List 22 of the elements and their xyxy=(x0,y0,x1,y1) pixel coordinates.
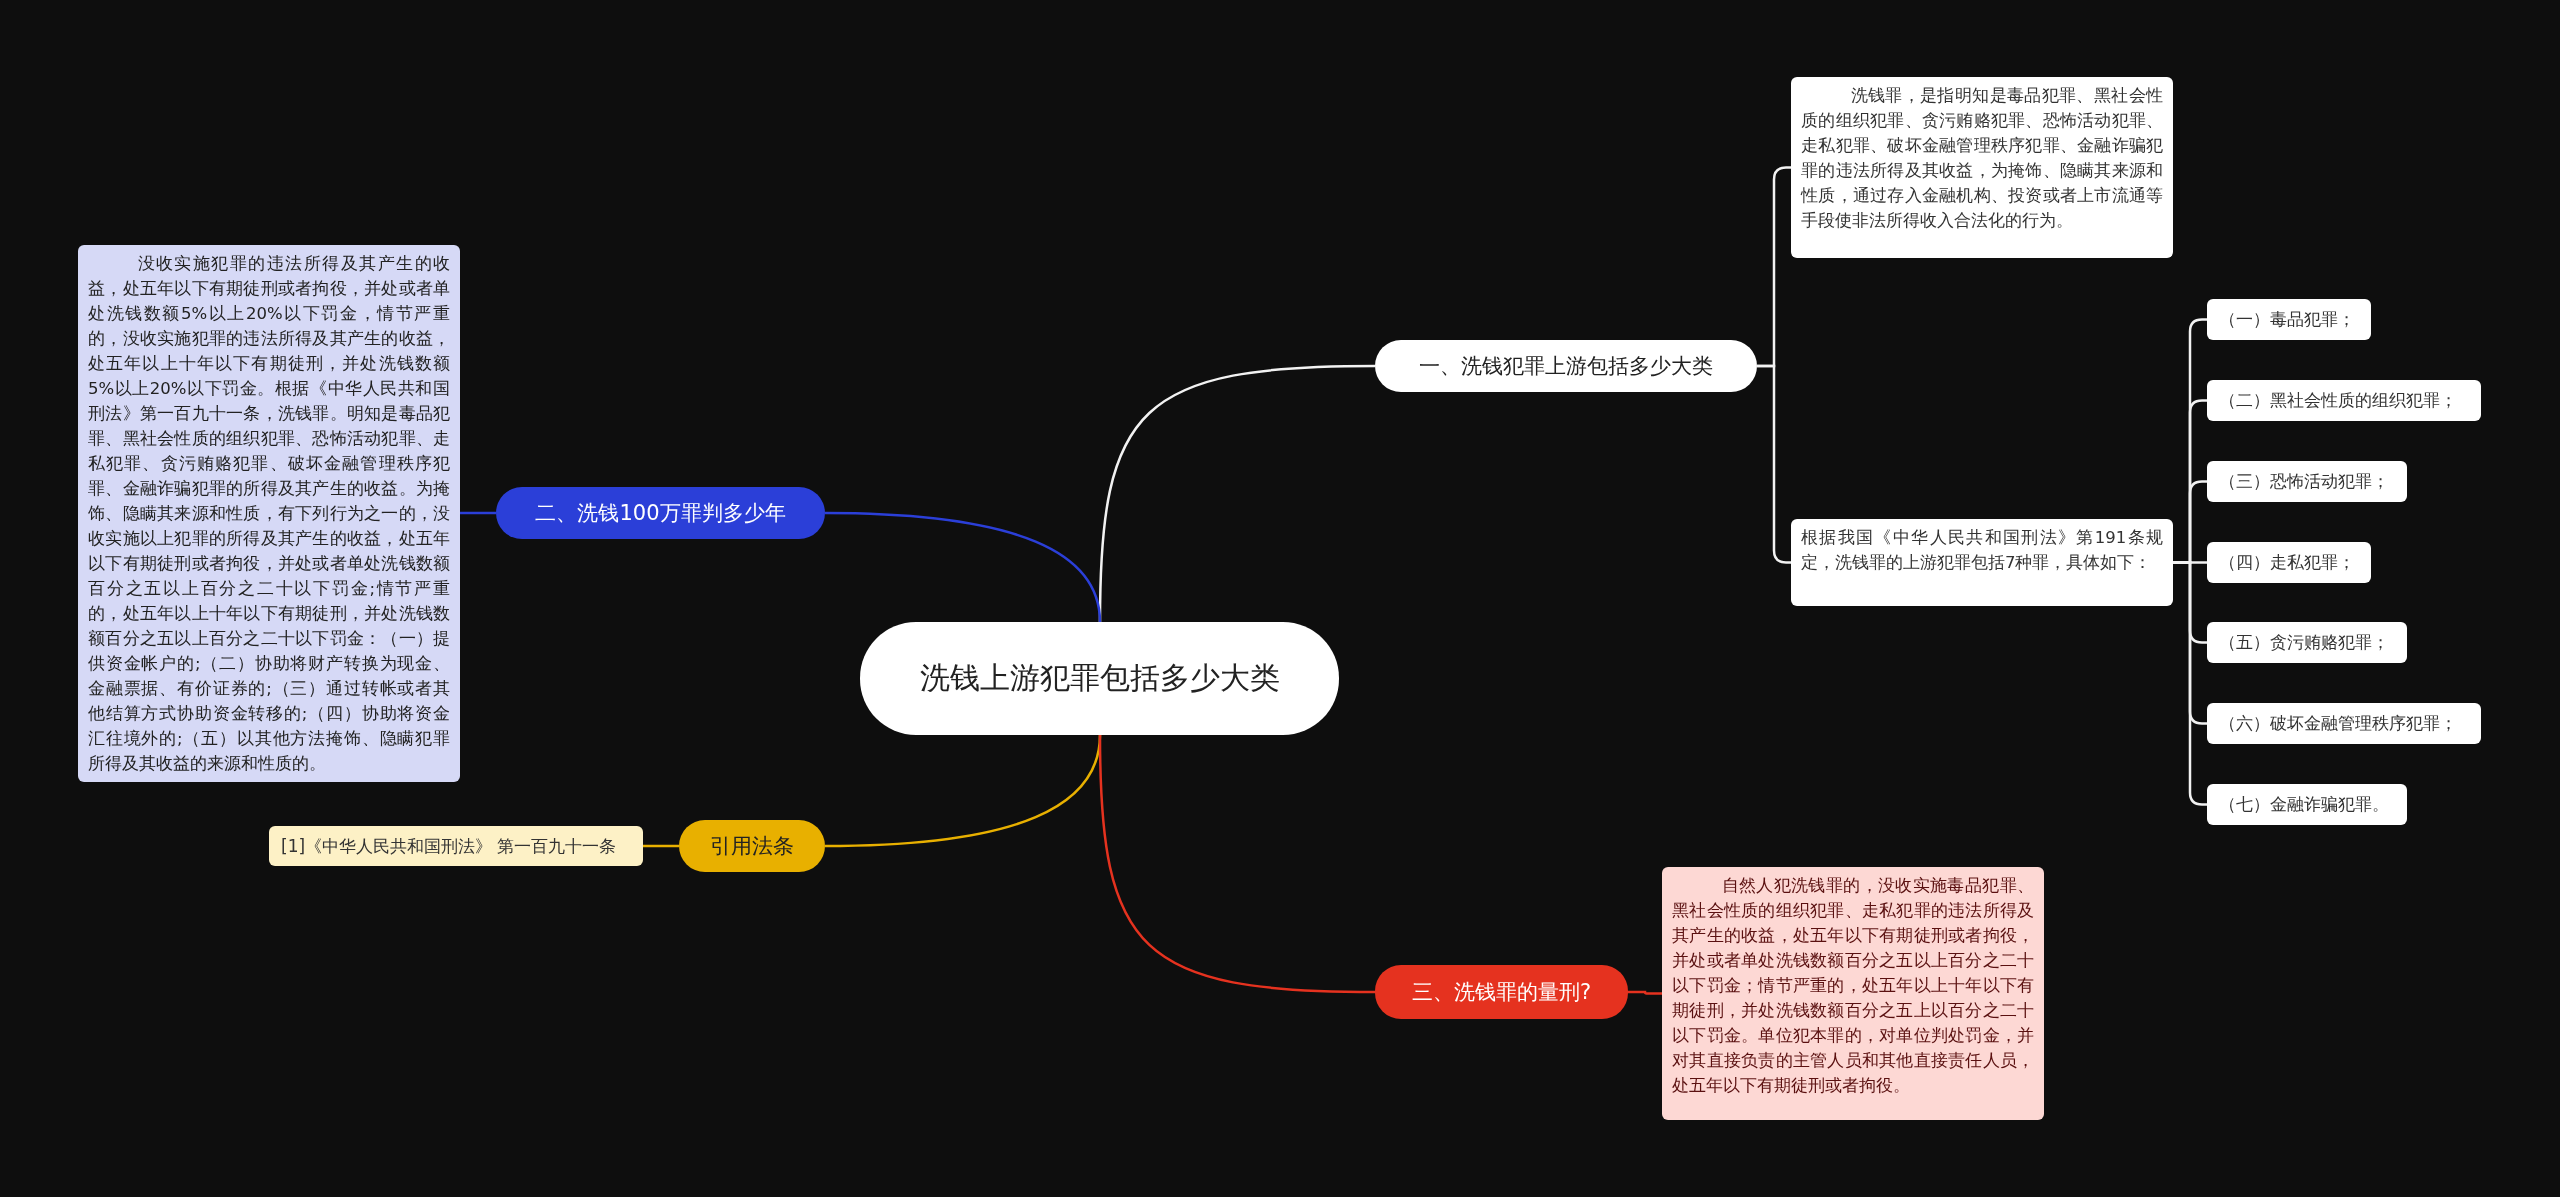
text-card: 根据我国《中华人民共和国刑法》第191条规定，洗钱罪的上游犯罪包括7种罪，具体如下： xyxy=(1791,519,2173,606)
list-item-box: [1]《中华人民共和国刑法》 第一百九十一条 xyxy=(269,826,643,866)
text-card: 洗钱罪，是指明知是毒品犯罪、黑社会性质的组织犯罪、贪污贿赂犯罪、恐怖活动犯罪、走私犯罪、破坏金融管理秩序犯罪、金融诈骗犯罪的违法所得及其收益，为掩饰、隐瞒其来源和性质，通过存入金融机构、投资或者上市流通等手段使非法所得收入合法化的行为。 xyxy=(1791,77,2173,258)
branch-pill: 一、洗钱犯罪上游包括多少大类 xyxy=(1375,340,1757,392)
list-item-box: （六）破坏金融管理秩序犯罪； xyxy=(2207,703,2481,744)
branch-pill: 三、洗钱罪的量刑? xyxy=(1375,965,1628,1019)
list-item-box: （五）贪污贿赂犯罪； xyxy=(2207,622,2407,663)
branch-pill: 二、洗钱100万罪判多少年 xyxy=(496,487,825,539)
connector-line xyxy=(1628,990,1662,995)
connector-line xyxy=(460,511,496,515)
connector-line xyxy=(824,511,1102,623)
text-card: 没收实施犯罪的违法所得及其产生的收益，处五年以下有期徒刑或者拘役，并处或者单处洗钱数额5%以上20%以下罚金，情节严重的，没收实施犯罪的违法所得及其产生的收益，处五年以上十年以下有期徒刑，并处洗钱数额5%以上20%以下罚金。根据《中华人民共和国刑法》第一百九十一条，洗钱罪。明知是毒品犯罪、黑社会性质的组织犯罪、恐怖活动犯罪、走私犯罪、贪污贿赂犯罪、破坏金融管理秩序犯罪、金融诈骗犯罪的所得及其产生的收益。为掩饰、隐瞒其来源和性质，有下列行为之一的，没收实施以上犯罪的所得及其产生的收益，处五年以下有期徒刑或者拘役，并处或者单处洗钱数额百分之五以上百分之二十以下罚金;情节严重的，处五年以上十年以下有期徒刑，并处洗钱数额百分之五以上百分之二十以下罚金：（一）提供资金帐户的;（二）协助将财产转换为现金、金融票据、有价证券的;（三）通过转帐或者其他结算方式协助资金转移的;（四）协助将资金汇往境外的;（五）以其他方法掩饰、隐瞒犯罪所得及其收益的来源和性质的。 xyxy=(78,245,460,782)
list-item-box: （二）黑社会性质的组织犯罪； xyxy=(2207,380,2481,421)
list-item-box: （一）毒品犯罪； xyxy=(2207,299,2371,340)
topic-bubble: 洗钱上游犯罪包括多少大类 xyxy=(860,622,1339,735)
branch-pill: 引用法条 xyxy=(679,820,825,872)
list-item-box: （三）恐怖活动犯罪； xyxy=(2207,461,2407,502)
connector-line xyxy=(643,844,679,848)
text-card: 自然人犯洗钱罪的，没收实施毒品犯罪、黑社会性质的组织犯罪、走私犯罪的违法所得及其产生的收益，处五年以下有期徒刑或者拘役，并处或者单处洗钱数额百分之五以上百分之二十以下罚金；情节严重的，处五年以上十年以下有期徒刑，并处洗钱数额百分之五上以百分之二十以下罚金。单位犯本罪的，对单位判处罚金，并对其直接负责的主管人员和其他直接责任人员，处五年以下有期徒刑或者拘役。 xyxy=(1662,867,2044,1120)
list-item-box: （七）金融诈骗犯罪。 xyxy=(2207,784,2407,825)
connector-line xyxy=(1098,734,1376,994)
list-item-box: （四）走私犯罪； xyxy=(2207,542,2371,583)
